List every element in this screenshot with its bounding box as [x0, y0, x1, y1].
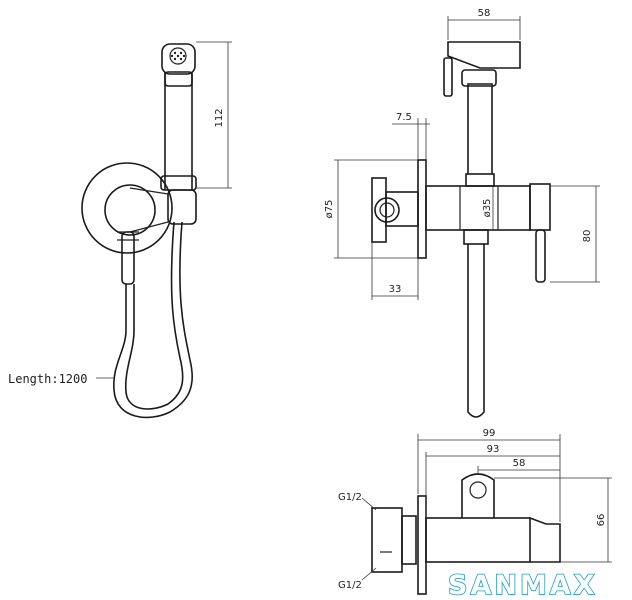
side-view: 58 7.5 ø75 ø35 80 33 — [324, 8, 600, 418]
dim-head-width: 58 — [478, 8, 491, 19]
dim-handset-height: 112 — [214, 108, 225, 127]
dim-body-diameter: ø35 — [482, 199, 493, 218]
top-holder — [461, 473, 495, 518]
dim-total-depth: 99 — [483, 428, 496, 439]
top-view: 99 93 58 66 G1/2 G1/2 — [338, 428, 612, 595]
front-view: 112 Length:1200 — [8, 41, 232, 419]
top-flange — [417, 495, 427, 595]
inlet-block — [371, 507, 403, 573]
thread-label-bottom: G1/2 — [338, 580, 362, 591]
handset-head — [161, 43, 196, 75]
dim-height-66: 66 — [596, 514, 607, 527]
dim-depth-58: 58 — [513, 458, 526, 469]
dim-depth-93: 93 — [487, 444, 500, 455]
spray-face-icon — [169, 47, 187, 65]
side-valve-body — [425, 185, 531, 231]
brand-logo: SANMAX — [447, 569, 598, 600]
valve-body — [104, 184, 156, 236]
hose — [113, 221, 193, 419]
dim-flange-to-holder: 33 — [389, 284, 402, 295]
side-flange — [417, 159, 427, 259]
wall-flange — [81, 162, 173, 254]
handset-tube — [164, 72, 193, 190]
dim-body-height: 80 — [582, 230, 593, 243]
hose-length-label: Length:1200 — [8, 372, 87, 386]
brand-logo-text: SANMAX — [448, 570, 598, 600]
thread-label-top: G1/2 — [338, 492, 362, 503]
dim-wall-offset: 7.5 — [396, 112, 412, 123]
holder-ring — [374, 197, 400, 223]
dim-flange-diameter: ø75 — [324, 200, 335, 219]
side-lever — [535, 229, 546, 283]
side-handset-head — [447, 41, 521, 69]
